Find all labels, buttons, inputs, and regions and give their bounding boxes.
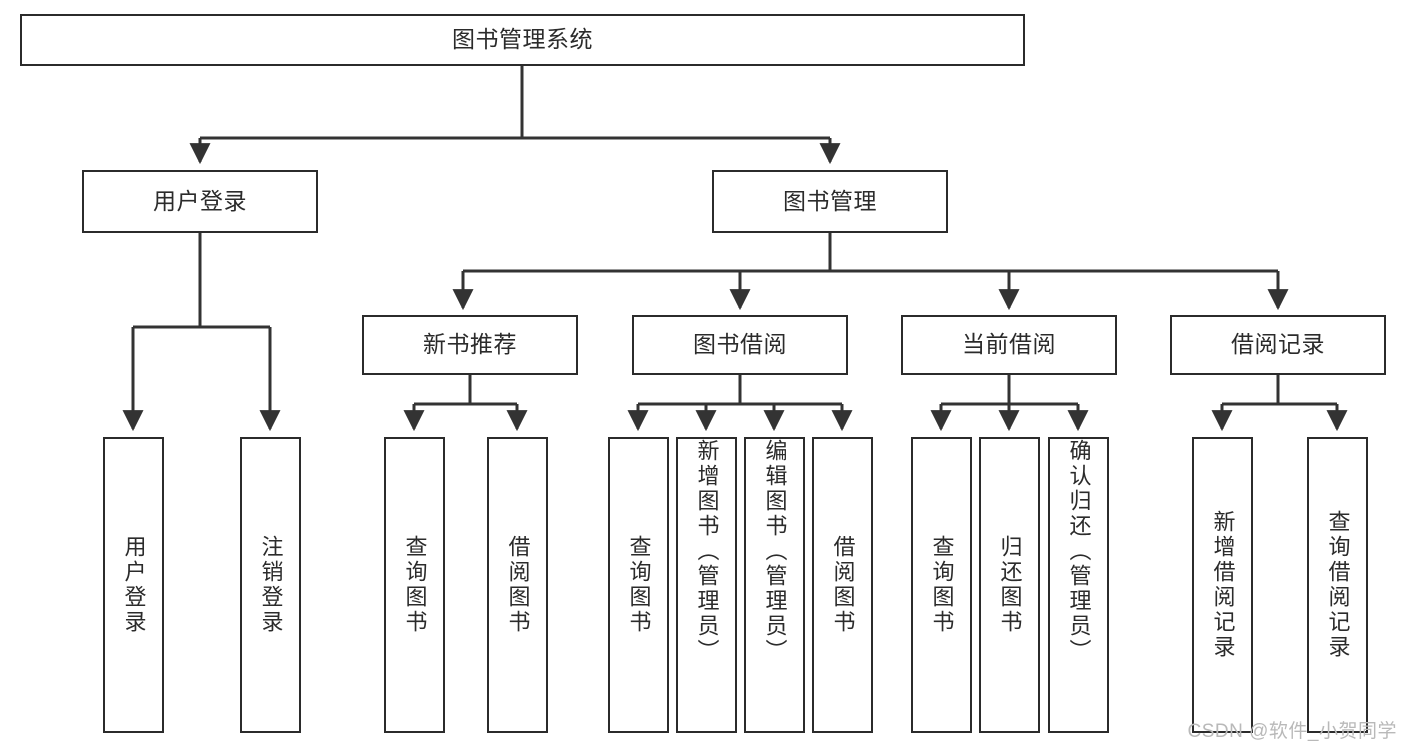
node-leaf-add-book[interactable]: 新增图书（管理员） <box>676 437 737 733</box>
node-current-borrow[interactable]: 当前借阅 <box>901 315 1117 375</box>
node-leaf-confirm-return[interactable]: 确认归还（管理员） <box>1048 437 1109 733</box>
node-leaf-borrow-book-1-label: 借阅图书 <box>505 535 531 635</box>
node-leaf-add-record-label: 新增借阅记录 <box>1210 510 1236 660</box>
node-leaf-user-login-label: 用户登录 <box>121 535 147 635</box>
node-leaf-add-book-label: 新增图书（管理员） <box>694 439 720 664</box>
node-leaf-query-record-label: 查询借阅记录 <box>1325 510 1351 660</box>
node-leaf-borrow-book-2-label: 借阅图书 <box>830 535 856 635</box>
node-leaf-query-book-2-label: 查询图书 <box>626 535 652 635</box>
node-book-manage-label: 图书管理 <box>783 187 877 214</box>
node-root-label: 图书管理系统 <box>452 26 593 53</box>
node-leaf-return-book-label: 归还图书 <box>997 535 1023 635</box>
node-leaf-edit-book[interactable]: 编辑图书（管理员） <box>744 437 805 733</box>
node-leaf-user-login[interactable]: 用户登录 <box>103 437 164 733</box>
node-book-manage[interactable]: 图书管理 <box>712 170 948 233</box>
watermark-text: CSDN @软件_小贺同学 <box>1187 721 1397 742</box>
node-leaf-query-book-3-label: 查询图书 <box>929 535 955 635</box>
node-user-login[interactable]: 用户登录 <box>82 170 318 233</box>
node-leaf-query-book-2[interactable]: 查询图书 <box>608 437 669 733</box>
node-borrow-record[interactable]: 借阅记录 <box>1170 315 1386 375</box>
node-borrow-record-label: 借阅记录 <box>1231 331 1325 358</box>
node-current-borrow-label: 当前借阅 <box>962 331 1056 358</box>
node-book-borrow-label: 图书借阅 <box>693 331 787 358</box>
node-leaf-borrow-book-1[interactable]: 借阅图书 <box>487 437 548 733</box>
node-user-login-label: 用户登录 <box>153 187 247 214</box>
node-leaf-confirm-return-label: 确认归还（管理员） <box>1066 439 1092 664</box>
node-leaf-edit-book-label: 编辑图书（管理员） <box>762 439 788 664</box>
node-leaf-user-logout[interactable]: 注销登录 <box>240 437 301 733</box>
node-leaf-query-book-1-label: 查询图书 <box>402 535 428 635</box>
node-leaf-query-book-3[interactable]: 查询图书 <box>911 437 972 733</box>
node-new-book-recommend-label: 新书推荐 <box>423 331 517 358</box>
node-leaf-add-record[interactable]: 新增借阅记录 <box>1192 437 1253 733</box>
node-root[interactable]: 图书管理系统 <box>20 14 1025 66</box>
node-leaf-user-logout-label: 注销登录 <box>258 535 284 635</box>
node-leaf-return-book[interactable]: 归还图书 <box>979 437 1040 733</box>
node-new-book-recommend[interactable]: 新书推荐 <box>362 315 578 375</box>
node-leaf-query-book-1[interactable]: 查询图书 <box>384 437 445 733</box>
node-leaf-borrow-book-2[interactable]: 借阅图书 <box>812 437 873 733</box>
node-leaf-query-record[interactable]: 查询借阅记录 <box>1307 437 1368 733</box>
node-book-borrow[interactable]: 图书借阅 <box>632 315 848 375</box>
